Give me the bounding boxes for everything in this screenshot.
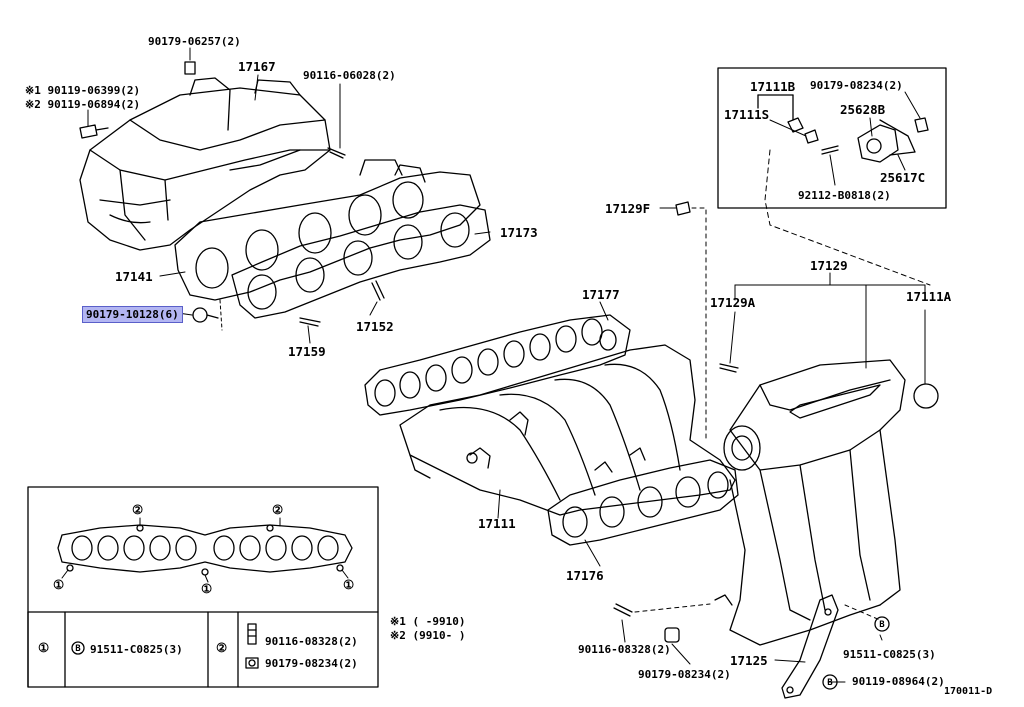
label-17129A: 17129A [710,295,756,310]
inset-marker-1-left: ① [53,577,65,592]
bolt-b-icon-bottom [822,674,838,690]
intake-manifold-17111-drawing [399,344,736,516]
intake-chamber-drawing [79,77,331,251]
throttle-inset-box [717,67,947,209]
gasket-17173-drawing [231,204,491,319]
label-25617C: 25617C [880,170,926,185]
label-90119-08964: 90119-08964(2) [852,675,945,688]
inset-marker-1-center: ① [201,581,213,596]
label-17176: 17176 [566,568,604,583]
table-row1-part: 91511-C0825(3) [90,643,183,656]
label-17129: 17129 [810,258,848,273]
label-90179-08234-bottom: 90179-08234(2) [638,668,731,681]
inset-leader-dashed [764,149,931,286]
label-90116-08328-bottom: 90116-08328(2) [578,643,671,656]
label-17173: 17173 [500,225,538,240]
label-17111A: 17111A [906,289,952,304]
note-2: ※2 (9910- ) [390,629,466,642]
label-17167: 17167 [238,59,276,74]
bracket-17125-drawing [781,594,839,699]
label-90179-10128-highlighted[interactable]: 90179-10128(6) [82,306,183,323]
label-17111: 17111 [478,516,516,531]
label-90179-06257: 90179-06257(2) [148,35,241,48]
table-icons [71,623,259,669]
label-17111B: 17111B [750,79,796,94]
note-1: ※1 ( -9910) [390,615,466,628]
label-90119-06399: ※1 90119-06399(2) [25,84,141,97]
label-25628B: 25628B [840,102,886,117]
label-17129F: 17129F [605,201,651,216]
label-92112-B0818: 92112-B0818(2) [798,189,891,202]
label-17177: 17177 [582,287,620,302]
leader-lines-center [497,207,926,683]
inset-bolt-b-glyph: B [75,644,81,654]
intake-plenum-17129-drawing [714,359,939,646]
label-17141: 17141 [115,269,153,284]
inset-marker-2-right: ② [272,502,284,517]
label-17125: 17125 [730,653,768,668]
label-91511-C0825-right: 91511-C0825(3) [843,648,936,661]
bolt-b-icon-right [874,616,890,632]
label-17111S: 17111S [724,107,770,122]
inset-marker-1-right: ① [343,577,355,592]
leader-lines-upper-left [87,47,491,344]
inset-marker-2-left: ② [132,502,144,517]
label-90179-08234-top: 90179-08234(2) [810,79,903,92]
diagram-code: 170011-D [944,686,993,697]
gasket-17176-drawing [547,459,739,546]
label-90116-06028: 90116-06028(2) [303,69,396,82]
table-row2-marker: ② [216,640,228,655]
table-row2-part-b: 90179-08234(2) [265,657,358,670]
table-row1-marker: ① [38,640,50,655]
bolt-b-glyph-right: B [879,620,885,630]
inset-parts-drawing [757,91,929,186]
small-parts-center [466,201,739,643]
studs-upper-left [79,61,385,327]
chamber-flange-drawing [174,159,481,301]
bolt-b-glyph-bottom: B [827,678,833,688]
label-17159: 17159 [288,344,326,359]
gasket-inset-box [27,486,379,688]
inset-gasket-drawing [57,524,353,576]
table-row2-part-a: 90116-08328(2) [265,635,358,648]
gasket-17177-drawing [364,314,631,416]
label-90119-06894: ※2 90119-06894(2) [25,98,141,111]
label-17152: 17152 [356,319,394,334]
